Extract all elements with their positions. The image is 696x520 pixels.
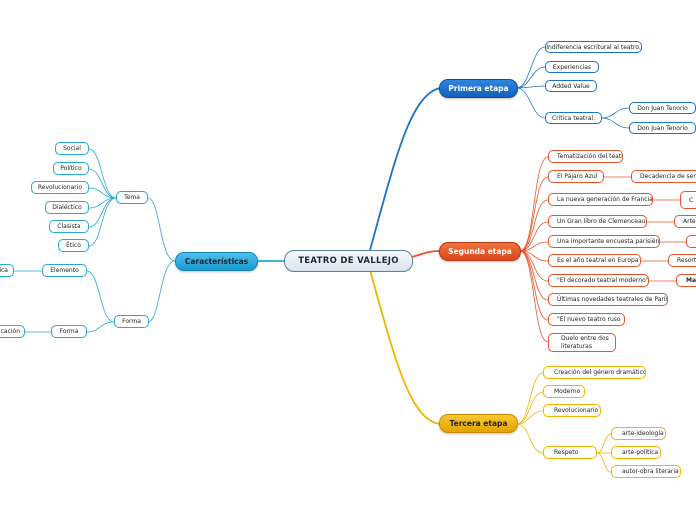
node-arte-politica[interactable]: arte-política: [611, 446, 661, 459]
node-tema[interactable]: Tema: [116, 191, 148, 204]
branch-segunda-etapa[interactable]: Segunda etapa: [439, 242, 521, 261]
node-revolucionario-3[interactable]: Revolucionario: [543, 404, 601, 417]
node-decadencia[interactable]: Decadencia de sensi: [631, 170, 696, 183]
node-decorado-sub[interactable]: Ma: [676, 274, 696, 287]
node-experiencias[interactable]: Experiencias: [545, 61, 599, 73]
link-central-tercera: [369, 269, 441, 425]
node-forma-group[interactable]: Forma: [114, 315, 149, 328]
node-creacion-genero[interactable]: Creación del género dramático: [543, 366, 646, 379]
node-nueva-sub[interactable]: C: [680, 191, 696, 209]
node-arte-ideologia[interactable]: arte-ideología: [611, 427, 666, 440]
link-central-segunda: [411, 250, 441, 258]
node-critica-teatral[interactable]: Crítica teatral.: [545, 112, 602, 124]
node-elemento-sub[interactable]: ica: [0, 264, 14, 277]
node-moderno[interactable]: Moderno: [543, 385, 585, 398]
node-pajaro-azul[interactable]: El Pájaro Azul: [548, 170, 604, 183]
node-ultimas-novedades[interactable]: Últimas novedades teatrales de París: [548, 293, 668, 306]
node-forma[interactable]: Forma: [51, 325, 87, 338]
branch-caracteristicas[interactable]: Características: [175, 252, 258, 271]
node-dialectico[interactable]: Dialéctico: [45, 201, 89, 214]
node-don-juan-tenorio-1[interactable]: Don Juan Tenorio: [629, 102, 696, 114]
node-added-value[interactable]: Added Value: [545, 80, 597, 92]
node-revolucionario[interactable]: Revolucionario: [31, 181, 89, 194]
node-resorte-sub[interactable]: Resorte: [668, 254, 696, 267]
node-respeto[interactable]: Respeto: [543, 446, 597, 459]
node-forma-sub[interactable]: cación: [0, 325, 25, 338]
node-arte-sub[interactable]: Arte: [674, 215, 696, 228]
node-clemenceau[interactable]: Un Gran libro de Clemenceau: [548, 215, 647, 228]
node-social[interactable]: Social: [55, 142, 89, 155]
node-tematizacion[interactable]: Tematización del teatro: [548, 150, 623, 163]
node-autor-obra[interactable]: autor-obra literaria: [611, 465, 681, 478]
branch-tercera-etapa[interactable]: Tercera etapa: [439, 414, 518, 433]
node-politico[interactable]: Político: [53, 162, 89, 175]
branch-primera-etapa[interactable]: Primera etapa: [439, 79, 518, 98]
node-ano-teatral[interactable]: Es el año teatral en Europa: [548, 254, 641, 267]
node-nueva-generacion[interactable]: La nueva generación de Francia: [548, 193, 653, 206]
node-encuesta-sub[interactable]: [686, 235, 696, 248]
node-clasista[interactable]: Clasista: [49, 220, 89, 233]
central-topic[interactable]: TEATRO DE VALLEJO: [284, 250, 413, 272]
node-etico[interactable]: Ético: [58, 239, 89, 252]
node-decorado-teatral[interactable]: "El decorado teatral moderno": [548, 274, 649, 287]
node-elemento[interactable]: Elemento: [42, 264, 87, 277]
node-duelo-literaturas[interactable]: Duelo entre dos literaturas: [548, 333, 616, 352]
node-nuevo-teatro-ruso[interactable]: "El nuevo teatro ruso: [548, 313, 625, 326]
link-central-primera: [369, 87, 441, 251]
node-indiferencia[interactable]: Indiferencia escritural al teatro.: [545, 41, 642, 53]
node-don-juan-tenorio-2[interactable]: Don Juan Tenorio: [629, 122, 696, 134]
node-encuesta-parisien[interactable]: Una importante encuesta parisién: [548, 235, 660, 248]
